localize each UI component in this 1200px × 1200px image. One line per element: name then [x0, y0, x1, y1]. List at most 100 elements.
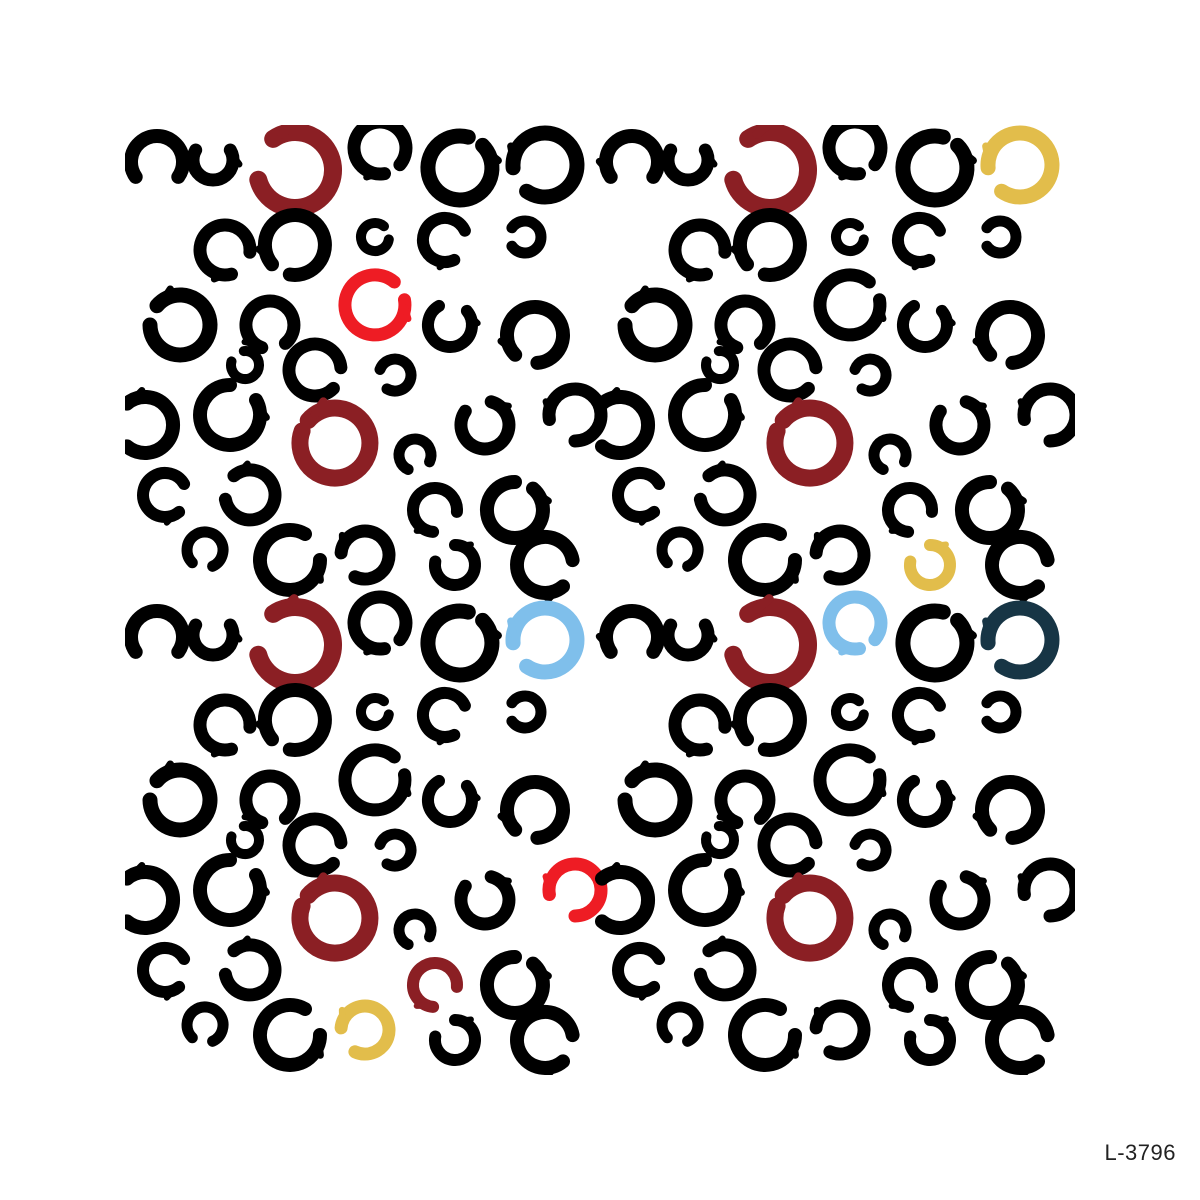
brush-flick-icon — [310, 397, 328, 419]
brush-flick-icon — [711, 935, 726, 951]
leopard-spot-icon — [257, 682, 332, 757]
brush-flick-icon — [507, 617, 518, 639]
brush-flick-icon — [785, 397, 803, 419]
leopard-spot-icon — [897, 299, 953, 353]
leopard-spot-icon — [479, 475, 550, 545]
leopard-spot-icon — [757, 812, 823, 878]
leopard-spot-icon — [137, 942, 191, 998]
brush-flick-icon — [941, 312, 956, 327]
leopard-spot-icon — [282, 337, 348, 403]
accent-ring-icon — [904, 539, 956, 591]
brush-flick-icon — [968, 400, 987, 410]
leopard-spot-icon — [454, 395, 516, 456]
leopard-spot-icon — [420, 128, 500, 208]
leopard-spot-icon — [137, 467, 191, 523]
brush-flick-icon — [493, 400, 512, 410]
leopard-spot-icon — [239, 294, 301, 355]
leopard-spot-icon — [813, 743, 887, 817]
brush-flick-icon — [1017, 398, 1028, 416]
brush-flick-icon — [685, 271, 704, 283]
leopard-spot-icon — [701, 346, 739, 385]
brush-flick-icon — [255, 403, 270, 421]
leopard-spot-pattern — [125, 125, 1075, 1075]
brush-flick-icon — [595, 632, 612, 650]
pattern-tile — [595, 125, 1075, 603]
leopard-spot-icon — [892, 212, 946, 268]
brush-flick-icon — [436, 733, 452, 746]
brush-flick-icon — [534, 965, 552, 980]
leopard-spot-icon — [954, 950, 1025, 1020]
leopard-spot-icon — [282, 812, 348, 878]
leopard-spot-icon — [374, 353, 417, 397]
leopard-spot-icon — [253, 523, 327, 597]
leopard-spot-icon — [193, 853, 267, 927]
leopard-spot-icon — [422, 774, 478, 828]
leopard-spot-icon — [356, 218, 394, 256]
leopard-spot-icon — [226, 346, 264, 385]
brush-flick-icon — [790, 564, 799, 584]
leopard-spot-icon — [347, 590, 413, 656]
leopard-spot-icon — [868, 908, 912, 950]
leopard-spot-icon — [661, 143, 715, 187]
leopard-spot-icon — [904, 1014, 956, 1066]
leopard-spot-icon — [193, 218, 257, 282]
brush-flick-icon — [958, 623, 977, 640]
leopard-spot-icon — [668, 378, 742, 452]
leopard-spot-icon — [693, 463, 757, 527]
brush-flick-icon — [752, 594, 774, 614]
leopard-spot-icon — [505, 125, 585, 205]
brush-flick-icon — [466, 312, 481, 327]
leopard-spot-icon — [732, 207, 807, 282]
brush-flick-icon — [315, 1039, 324, 1059]
brush-flick-icon — [932, 541, 949, 549]
brush-flick-icon — [685, 746, 704, 758]
leopard-spot-icon — [193, 378, 267, 452]
leopard-spot-icon — [142, 287, 218, 363]
leopard-spot-icon — [186, 618, 240, 662]
brush-flick-icon — [210, 746, 229, 758]
brush-flick-icon — [544, 586, 561, 603]
leopard-spot-icon — [728, 523, 802, 597]
accent-ring-icon — [980, 600, 1060, 680]
brush-flick-icon — [634, 760, 650, 780]
leopard-spot-icon — [892, 687, 946, 743]
leopard-spot-icon — [454, 870, 516, 931]
leopard-spot-icon — [595, 865, 655, 935]
leopard-spot-icon — [542, 382, 608, 448]
brush-flick-icon — [457, 541, 474, 549]
brush-flick-icon — [716, 338, 735, 348]
brush-flick-icon — [838, 170, 856, 181]
leopard-spot-icon — [813, 268, 887, 342]
leopard-spot-icon — [868, 433, 912, 475]
brush-flick-icon — [277, 125, 299, 139]
brush-flick-icon — [483, 148, 502, 165]
leopard-spot-icon — [500, 775, 570, 845]
leopard-spot-icon — [985, 529, 1055, 600]
leopard-spot-icon — [125, 865, 180, 935]
leopard-spot-icon — [186, 143, 240, 187]
brush-flick-icon — [507, 142, 518, 164]
brush-flick-icon — [236, 935, 251, 951]
brush-flick-icon — [911, 258, 927, 271]
leopard-spot-icon — [253, 998, 327, 1072]
brush-flick-icon — [310, 872, 328, 894]
leopard-spot-icon — [181, 1001, 229, 1047]
brush-flick-icon — [1009, 490, 1027, 505]
leopard-spot-icon — [882, 957, 938, 1013]
brush-flick-icon — [968, 875, 987, 885]
leopard-spot-icon — [668, 693, 732, 757]
pattern-tile — [125, 125, 608, 603]
brush-flick-icon — [229, 151, 243, 168]
accent-ring-icon — [291, 399, 379, 487]
accent-ring-icon — [542, 857, 608, 923]
leopard-spot-icon — [831, 693, 869, 731]
brush-flick-icon — [210, 271, 229, 283]
brush-flick-icon — [730, 245, 747, 262]
leopard-spot-icon — [142, 762, 218, 838]
leopard-spot-icon — [693, 938, 757, 1002]
brush-flick-icon — [241, 338, 260, 348]
leopard-spot-icon — [429, 1014, 481, 1066]
leopard-spot-icon — [226, 821, 264, 860]
brush-flick-icon — [125, 157, 137, 175]
leopard-spot-icon — [500, 300, 570, 370]
